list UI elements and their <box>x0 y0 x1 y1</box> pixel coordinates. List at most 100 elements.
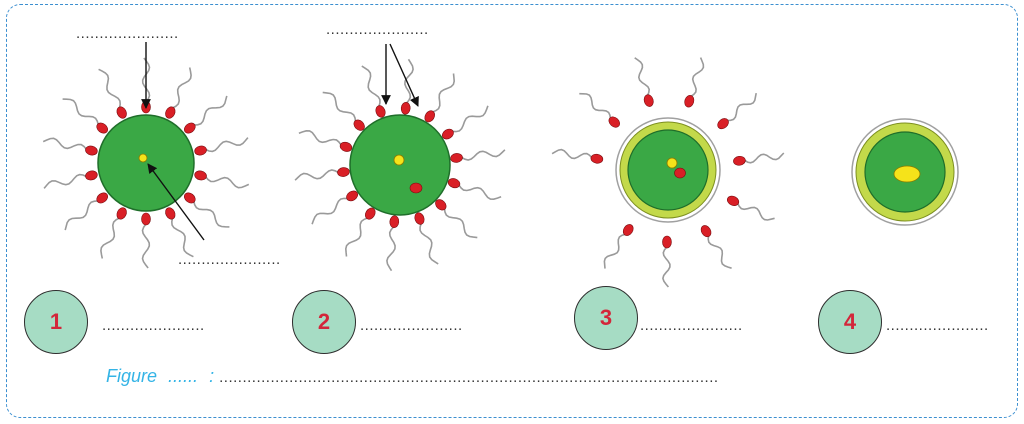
sperm-tail <box>726 92 757 122</box>
sperm-tail <box>42 137 88 150</box>
sperm <box>579 92 620 128</box>
sperm-head <box>389 215 400 229</box>
label-blank-top-2[interactable]: ...................... <box>326 21 429 38</box>
egg-nucleus <box>666 157 678 169</box>
step-1-badge: 1 <box>24 290 88 354</box>
sperm-head <box>450 153 463 163</box>
male-nucleus <box>674 167 686 179</box>
sperm-tail <box>452 105 489 133</box>
sperm-tail <box>443 208 478 239</box>
sperm-head <box>96 122 108 134</box>
sperm-tail <box>62 98 100 126</box>
label-blank-top-1[interactable]: ...................... <box>76 25 179 42</box>
sperm-head <box>346 190 359 202</box>
sperm-inside-egg <box>409 182 423 194</box>
sperm <box>165 207 194 258</box>
sperm-head <box>733 155 746 166</box>
sperm <box>361 65 386 118</box>
sperm-head <box>85 170 98 181</box>
sperm <box>414 212 439 265</box>
sperm <box>684 57 705 108</box>
sperm-tail <box>98 68 122 109</box>
sperm <box>441 105 489 140</box>
sperm-head <box>441 128 454 140</box>
sperm <box>43 170 98 189</box>
sperm <box>400 58 414 115</box>
sperm-tail <box>322 91 357 122</box>
sperm-tail <box>690 57 705 98</box>
sperm <box>294 167 350 181</box>
sperm-head <box>684 95 695 108</box>
label-blank-bottom-1[interactable]: ...................... <box>178 251 281 268</box>
caption-prefix: Figure <box>106 366 158 386</box>
sperm-tail <box>100 217 120 259</box>
step-3-answer-blank[interactable]: ...................... <box>640 317 743 334</box>
sperm-tail <box>743 152 785 164</box>
egg-nucleus <box>138 153 148 163</box>
sperm <box>322 91 365 131</box>
sperm-head <box>194 170 207 181</box>
sperm-head <box>608 116 620 128</box>
sperm-tail <box>298 129 342 146</box>
sperm <box>298 129 353 152</box>
sperm <box>98 68 127 119</box>
sperm-tail <box>361 65 381 107</box>
sperm-head <box>447 178 461 189</box>
sperm <box>450 149 506 163</box>
sperm <box>194 170 250 189</box>
sperm-tail <box>634 57 651 97</box>
sperm <box>64 192 108 231</box>
step-2-badge: 2 <box>292 290 356 354</box>
sperm-tail <box>64 200 99 231</box>
sperm-tail <box>311 197 348 225</box>
sperm-head <box>339 141 353 152</box>
sperm-tail <box>461 149 506 161</box>
step-1-answer-blank[interactable]: ...................... <box>102 317 205 334</box>
sperm-head <box>400 101 411 115</box>
sperm-tail <box>141 57 151 103</box>
sperm-head <box>662 235 672 249</box>
sperm <box>165 67 192 119</box>
sperm-tail <box>551 148 593 160</box>
sperm-head <box>141 212 151 226</box>
sperm-head <box>116 207 127 220</box>
sperm <box>700 225 732 269</box>
sperm <box>62 98 108 134</box>
caption-colon: : <box>209 366 215 386</box>
stage-4-zygote <box>851 118 959 226</box>
step-4-answer-blank[interactable]: ...................... <box>886 318 989 333</box>
arrow-bottom-1 <box>147 163 205 241</box>
sperm-head <box>194 145 207 156</box>
sperm-tail <box>205 137 249 153</box>
sperm-head <box>337 167 350 177</box>
sperm-head <box>424 110 435 123</box>
sperm-tail <box>603 233 626 269</box>
egg-cell <box>97 114 195 212</box>
sperm-head <box>717 118 729 130</box>
label-arrows <box>141 42 419 241</box>
sperm-tail <box>170 217 194 258</box>
sperm-head <box>165 106 176 119</box>
sperm <box>344 207 376 257</box>
sperm-tail <box>707 235 732 269</box>
sperm-tail <box>736 202 775 221</box>
sperm <box>386 215 400 272</box>
sperm-head <box>643 94 654 107</box>
stage-1-sperm-surrounding-egg <box>42 57 250 269</box>
step-4-badge: 4 <box>818 290 882 354</box>
sperm-head <box>435 199 447 211</box>
egg-cell <box>627 129 709 211</box>
sperm <box>42 137 98 156</box>
caption-number-blank[interactable]: ...... <box>168 366 199 386</box>
sperm-tail <box>386 226 396 272</box>
sperm-tail <box>294 169 339 181</box>
sperm-head <box>353 119 365 131</box>
step-2-answer-blank[interactable]: ...................... <box>360 317 463 334</box>
stage-3-fertilization-membrane <box>551 57 785 288</box>
sperm <box>311 190 359 225</box>
caption-answer-blank[interactable]: ........................................… <box>219 369 719 386</box>
sperm-tail <box>344 217 369 257</box>
sperm-head <box>165 207 176 220</box>
sperm-head <box>700 225 712 238</box>
zygote-nucleus <box>893 165 921 183</box>
